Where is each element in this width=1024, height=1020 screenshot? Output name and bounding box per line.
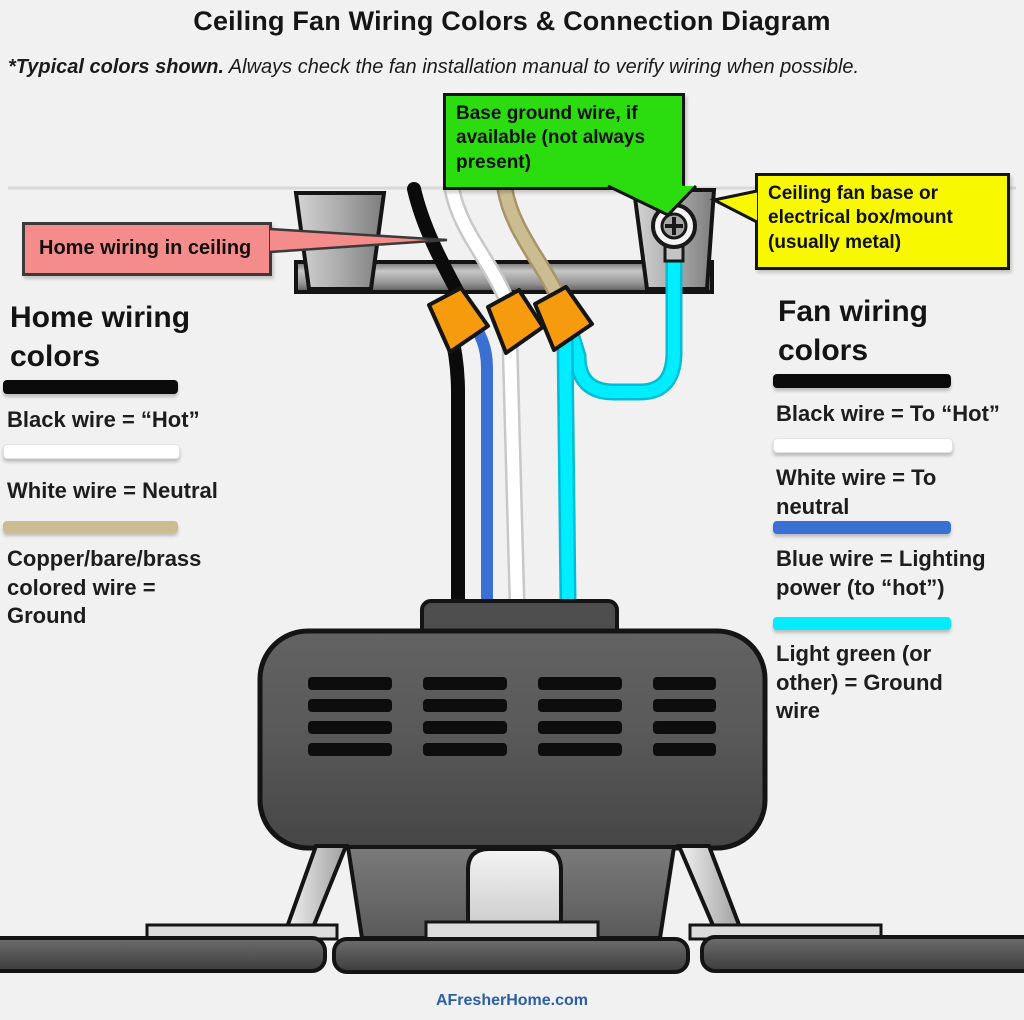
copper-wire xyxy=(499,183,566,308)
disclaimer-rest: Always check the fan installation manual… xyxy=(223,56,860,78)
swatch-fan-blue xyxy=(773,521,951,534)
swatch-home-copper xyxy=(3,521,178,533)
legend-home-white-label: White wire = Neutral xyxy=(7,478,218,503)
legend-fan-black-label: Black wire = To “Hot” xyxy=(776,401,1000,426)
legend-home-heading: Home wiring colors xyxy=(10,301,191,373)
callout-base-ground-label: Base ground wire, if available (not alwa… xyxy=(456,103,646,173)
legend-home-black-label: Black wire = “Hot” xyxy=(7,407,200,432)
callout-base-ground-wire: Base ground wire, if available (not alwa… xyxy=(443,93,685,190)
callout-fan-base: Ceiling fan base or electrical box/mount… xyxy=(755,173,1010,270)
legend-fan-blue-label: Blue wire = Lighting power (to “hot”) xyxy=(776,546,986,600)
left-blade xyxy=(0,936,327,973)
motor-vents xyxy=(308,677,716,756)
legend-fan-heading: Fan wiring colors xyxy=(778,295,928,367)
callout-home-wiring-label: Home wiring in ceiling xyxy=(39,237,252,260)
legend-fan-white-label: White wire = To neutral xyxy=(776,465,937,519)
legend-fan-green-label: Light green (or other) = Ground wire xyxy=(776,641,943,724)
swatch-fan-black xyxy=(773,374,951,388)
white-wire-fan xyxy=(504,339,523,608)
disclaimer-text: *Typical colors shown. Always check the … xyxy=(8,54,953,82)
swatch-fan-green xyxy=(773,617,951,630)
white-wire-home xyxy=(446,183,514,310)
page-title: Ceiling Fan Wiring Colors & Connection D… xyxy=(193,6,831,36)
right-blade xyxy=(700,935,1024,973)
swatch-home-white xyxy=(3,444,180,459)
center-blade xyxy=(332,937,690,974)
callout-fan-base-label: Ceiling fan base or electrical box/mount… xyxy=(768,183,953,253)
callout-home-wiring: Home wiring in ceiling xyxy=(22,222,272,276)
website-link[interactable]: AFresherHome.com xyxy=(435,992,589,1009)
ground-wire xyxy=(556,241,683,611)
wire-nut-1 xyxy=(427,286,490,354)
swatch-home-black xyxy=(3,380,178,394)
disclaimer-bold: *Typical colors shown. xyxy=(8,56,224,78)
fan-lower-assembly xyxy=(0,844,1024,974)
hub-center-pillar xyxy=(466,847,563,940)
wire-nuts xyxy=(427,285,594,355)
legend-home-copper-label: Copper/bare/brass colored wire = Ground xyxy=(7,546,202,629)
wire-nut-3 xyxy=(533,285,594,352)
swatch-fan-white xyxy=(773,438,953,453)
